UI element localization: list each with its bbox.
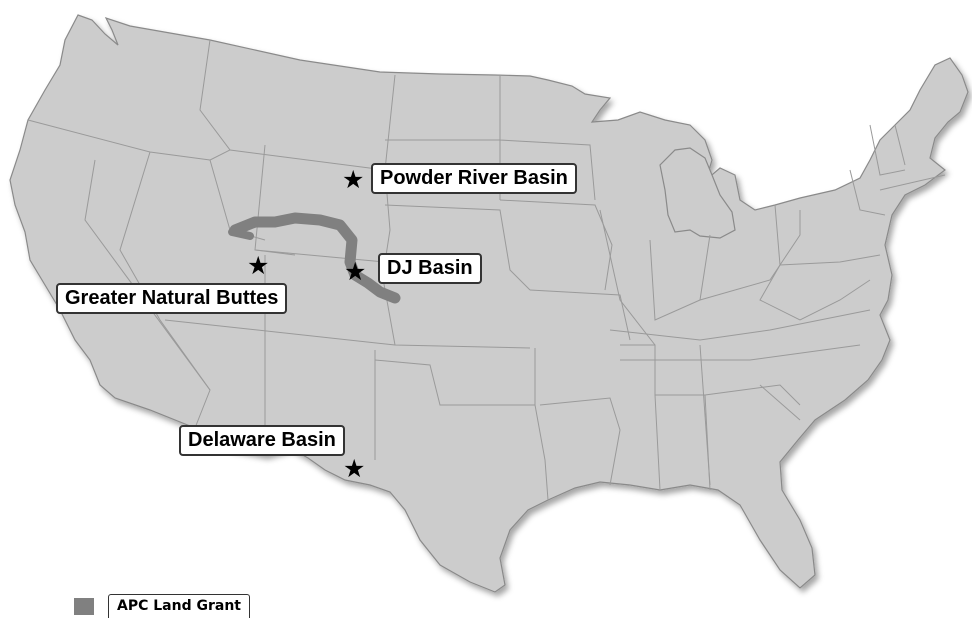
legend-swatch [74,598,94,615]
dj-basin-label: DJ Basin [378,253,482,284]
powder-river-basin-star-icon: ★ [342,165,365,194]
delaware-basin-label: Delaware Basin [179,425,345,456]
michigan-landmass [659,147,736,239]
delaware-basin-star-icon: ★ [343,454,366,483]
dj-basin-star-icon: ★ [344,257,367,286]
apc-land-grant-area-west [228,228,254,240]
legend-label: APC Land Grant [108,594,250,618]
greater-natural-buttes-star-icon: ★ [247,251,270,280]
greater-natural-buttes-label: Greater Natural Buttes [56,283,288,314]
powder-river-basin-label: Powder River Basin [371,163,577,194]
apc-land-grant-area [229,212,401,304]
